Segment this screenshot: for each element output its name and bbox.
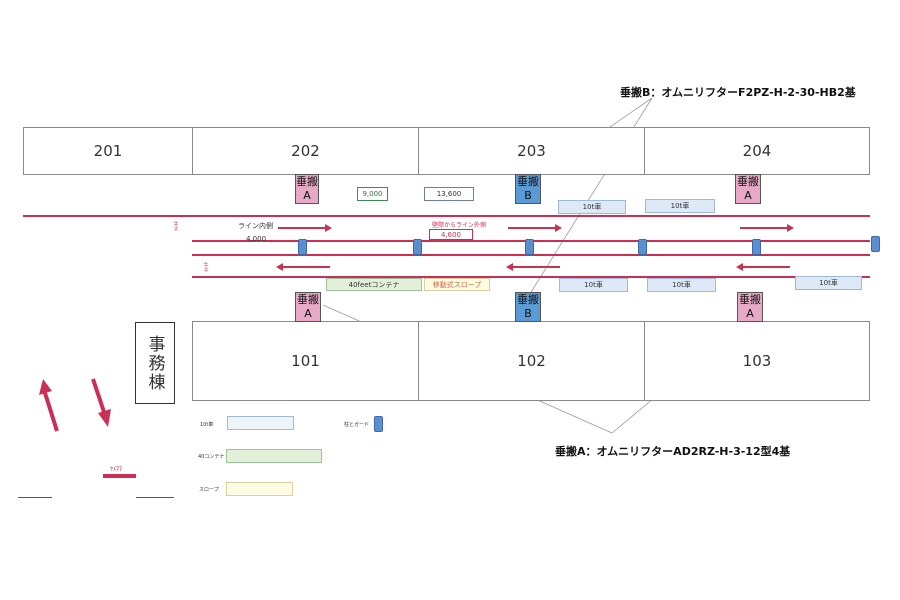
lift-b-bottom: 垂搬 B	[515, 292, 541, 322]
legend-container-swatch	[226, 449, 322, 463]
mobile-slope: 移動式スロープ	[424, 278, 490, 291]
legend-slope-label: スロープ	[199, 487, 219, 493]
lane-line-4	[192, 276, 870, 278]
legend-truck-label: 10t車	[200, 422, 214, 428]
arrow-down-icon	[91, 378, 111, 427]
bay-204: 204	[644, 127, 870, 175]
legend-post-swatch	[374, 416, 383, 432]
bay-102: 102	[418, 321, 645, 401]
lift-title: 垂搬	[517, 293, 539, 306]
dimension-4000: 4,000	[246, 235, 267, 243]
truck-bottom-1: 10t車	[559, 278, 628, 292]
dimension-9000: 9,000	[357, 187, 388, 201]
flow-arrow-left-1	[276, 263, 330, 271]
office-building: 事務棟	[135, 322, 175, 404]
lift-a-top-2: 垂搬 A	[735, 174, 761, 204]
side-mark-2: ｵｷﾅｷ	[202, 262, 208, 273]
arrow-up-icon	[39, 379, 59, 432]
lift-title: 垂搬	[739, 293, 761, 306]
entrance-mark: ﾔﾒﾏﾏ	[110, 466, 123, 473]
lift-letter: A	[303, 189, 311, 202]
pillar-6	[871, 236, 880, 252]
legend-truck-swatch	[227, 416, 294, 430]
dimension-13600: 13,600	[424, 187, 474, 201]
flow-arrow-right-2	[508, 224, 562, 232]
lift-title: 垂搬	[297, 293, 319, 306]
lane-line-1	[23, 215, 870, 217]
truck-top-1: 10t車	[558, 200, 626, 214]
legend-slope-swatch	[226, 482, 293, 496]
pillar-3	[525, 239, 534, 255]
lift-letter: A	[746, 307, 754, 320]
truck-top-2: 10t車	[645, 199, 715, 213]
ground-line-right	[136, 497, 174, 498]
lift-a-bottom-2: 垂搬 A	[737, 292, 763, 322]
lift-a-bottom-1: 垂搬 A	[295, 292, 321, 322]
lift-title: 垂搬	[517, 175, 539, 188]
bay-103: 103	[644, 321, 870, 401]
lift-b-top: 垂搬 B	[515, 174, 541, 204]
side-mark-1: ｵｷﾅｷ	[172, 221, 178, 232]
lift-letter: A	[744, 189, 752, 202]
lift-title: 垂搬	[737, 175, 759, 188]
entrance-arrows	[39, 378, 111, 432]
flow-arrow-left-2	[506, 263, 560, 271]
office-label: 事務棟	[144, 334, 165, 392]
truck-bottom-2: 10t車	[647, 278, 716, 292]
line-label-outer: 壁際からライン外側	[432, 222, 487, 229]
lift-title: 垂搬	[296, 175, 318, 188]
pillar-1	[298, 239, 307, 255]
legend-container-label: 40コンテナ	[198, 454, 225, 460]
bay-202: 202	[192, 127, 419, 175]
truck-bottom-3: 10t車	[795, 276, 862, 290]
lift-letter: B	[524, 189, 532, 202]
pillar-4	[638, 239, 647, 255]
callout-lift-a: 垂搬A：オムニリフターAD2RZ-H-3-12型4基	[555, 445, 791, 458]
bay-201: 201	[23, 127, 193, 175]
container-40ft: 40feetコンテナ	[326, 278, 422, 291]
line-label-inner: ライン内側	[238, 222, 273, 230]
bay-101: 101	[192, 321, 419, 401]
callout-lift-b: 垂搬B：オムニリフターF2PZ-H-2-30-HB2基	[620, 86, 856, 99]
flow-arrow-left-3	[736, 263, 790, 271]
bay-203: 203	[418, 127, 645, 175]
flow-arrow-right-1	[278, 224, 332, 232]
entrance-bar	[103, 474, 136, 478]
lift-letter: B	[524, 307, 532, 320]
pillar-5	[752, 239, 761, 255]
pillar-2	[413, 239, 422, 255]
dimension-4600: 4,600	[429, 229, 473, 240]
flow-arrow-right-3	[740, 224, 794, 232]
ground-line-left	[18, 497, 52, 498]
lift-letter: A	[304, 307, 312, 320]
lift-a-top-1: 垂搬 A	[295, 174, 319, 204]
legend-post-label: 柱とガード	[344, 422, 370, 428]
